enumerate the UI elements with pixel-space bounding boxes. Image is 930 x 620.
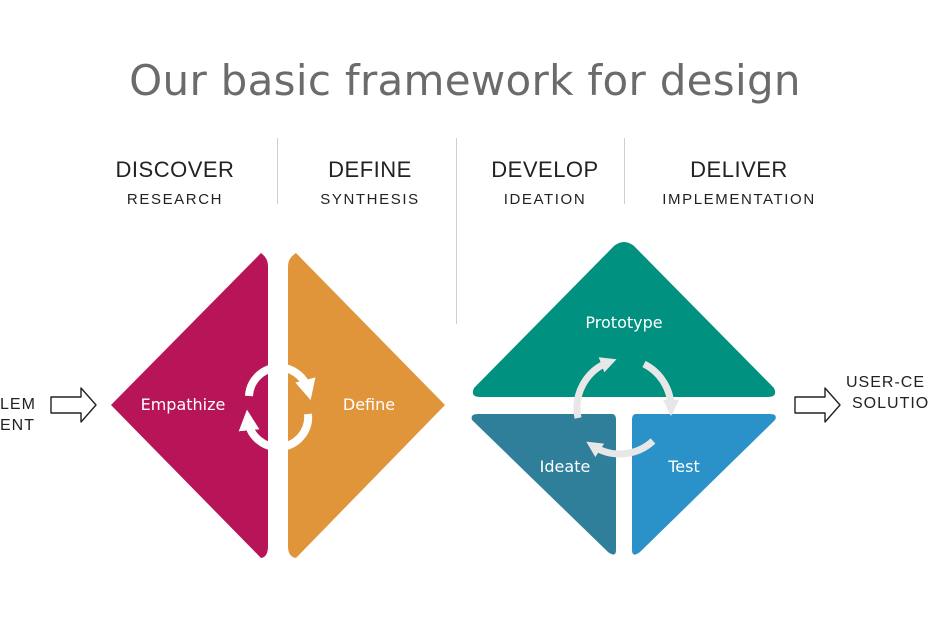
output-arrow-icon xyxy=(794,387,841,423)
define-label: Define xyxy=(343,395,395,414)
phase-discover: DISCOVER RESEARCH xyxy=(100,157,250,208)
output-label-line1: USER-CE xyxy=(846,374,926,391)
test-shape xyxy=(632,414,776,555)
phase-define-name: DEFINE xyxy=(328,157,412,182)
input-label-line2: ENT xyxy=(0,417,35,434)
phase-divider xyxy=(277,138,278,204)
phase-deliver: DELIVER IMPLEMENTATION xyxy=(640,157,838,208)
iteration-cycle-icon xyxy=(573,357,680,458)
phase-develop-sub: IDEATION xyxy=(503,191,587,208)
input-label: LEM ENT xyxy=(0,394,36,436)
define-shape xyxy=(288,253,445,558)
page-title: Our basic framework for design xyxy=(129,56,801,105)
phase-develop-name: DEVELOP xyxy=(491,157,599,182)
input-label-line1: LEM xyxy=(0,396,36,413)
phase-divider xyxy=(624,138,625,204)
input-arrow-icon xyxy=(50,387,97,423)
diamond-divider xyxy=(456,138,457,324)
test-label: Test xyxy=(667,457,700,476)
prototype-shape xyxy=(472,242,776,397)
prototype-label: Prototype xyxy=(585,313,662,332)
ideate-label: Ideate xyxy=(540,457,591,476)
phase-develop: DEVELOP IDEATION xyxy=(470,157,620,208)
phase-discover-name: DISCOVER xyxy=(115,157,235,182)
phase-deliver-sub: IMPLEMENTATION xyxy=(662,191,816,208)
phase-define-sub: SYNTHESIS xyxy=(320,191,420,208)
phase-deliver-name: DELIVER xyxy=(690,157,788,182)
ideate-shape xyxy=(471,414,616,555)
empathize-shape xyxy=(111,253,268,558)
phase-define: DEFINE SYNTHESIS xyxy=(295,157,445,208)
phase-discover-sub: RESEARCH xyxy=(126,191,224,208)
cycle-arrows-icon xyxy=(238,363,316,452)
output-label-line2: SOLUTIO xyxy=(852,395,930,412)
empathize-label: Empathize xyxy=(141,395,226,414)
output-label: USER-CE SOLUTIO xyxy=(846,372,929,414)
